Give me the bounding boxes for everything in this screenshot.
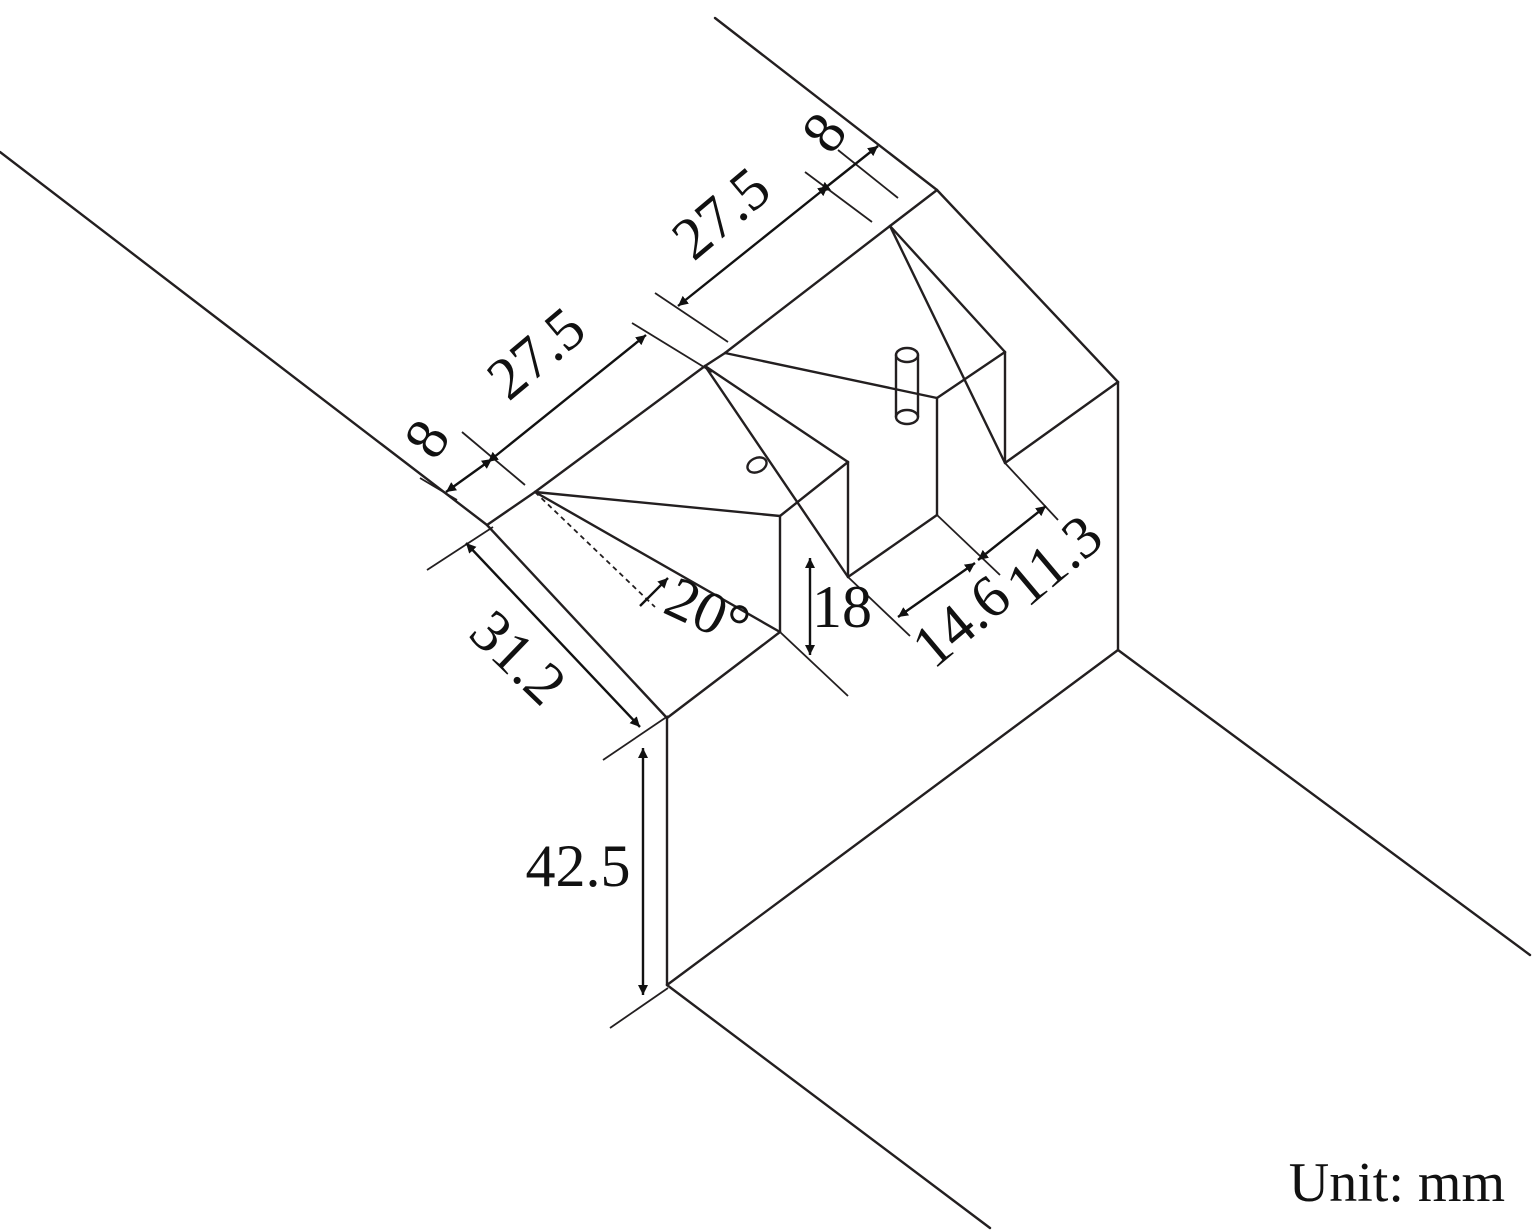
dim-label-31.2: 31.2 — [458, 597, 579, 717]
dim-line-14.6 — [897, 562, 976, 618]
unit-label: Unit: mm — [1289, 1152, 1505, 1214]
dim-label-8-right: 8 — [788, 101, 859, 164]
dim-label-27.5-right: 27.5 — [660, 154, 783, 272]
dim-label-42.5: 42.5 — [526, 833, 631, 899]
dimension-labels: 8 27.5 27.5 8 31.2 42.5 20° 18 14.6 11.3 — [391, 101, 1115, 899]
dim-label-18: 18 — [812, 574, 872, 640]
dimension-lines — [445, 145, 1047, 995]
dim-line-31.2 — [465, 542, 641, 728]
dim-line-8-left — [445, 458, 493, 493]
dim-label-20deg: 20° — [656, 564, 760, 659]
dim-line-11.3 — [977, 505, 1047, 561]
dim-line-8-right — [819, 145, 879, 193]
dim-label-27.5-left: 27.5 — [475, 294, 598, 412]
right-block — [723, 224, 1007, 517]
dim-arc-20deg — [639, 577, 669, 607]
dim-line-27.5-left — [487, 334, 647, 463]
dim-line-27.5-right — [677, 185, 829, 307]
